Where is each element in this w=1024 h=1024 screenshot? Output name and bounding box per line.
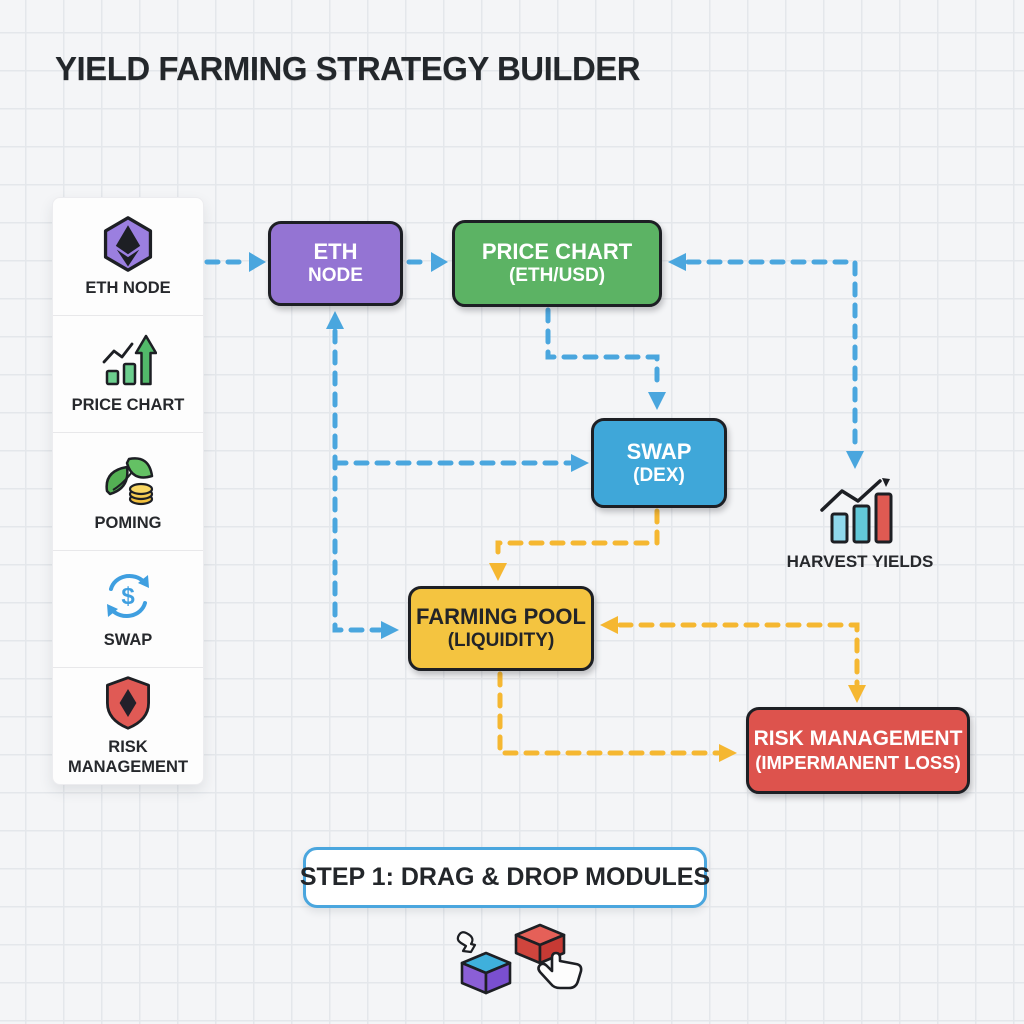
node-label: FARMING POOL	[416, 604, 586, 630]
arrow-price-to-swap	[545, 307, 660, 393]
svg-text:$: $	[121, 583, 135, 610]
hand-pointer-icon	[537, 951, 583, 990]
node-risk-management[interactable]: RISK MANAGEMENT (IMPERMANENT LOSS)	[746, 707, 970, 794]
arrow-farm-to-risk	[497, 671, 721, 756]
shield-icon	[106, 676, 150, 730]
node-sublabel: (IMPERMANENT LOSS)	[755, 751, 961, 773]
palette-item-swap[interactable]: $ SWAP	[53, 549, 203, 667]
page-title: YIELD FARMING STRATEGY BUILDER	[55, 50, 641, 87]
node-sublabel: (DEX)	[633, 464, 685, 486]
node-label: ETH	[313, 239, 358, 265]
eth-hexagon-icon	[103, 215, 153, 272]
node-price-chart[interactable]: PRICE CHART (ETH/USD)	[452, 220, 662, 307]
palette-item-label: PRICE CHART	[71, 396, 185, 415]
swap-arrows-icon: $	[107, 573, 149, 618]
harvest-yields-label: HARVEST YIELDS	[786, 552, 934, 571]
palette-item-label: SWAP	[103, 630, 153, 649]
node-label: SWAP	[626, 438, 692, 464]
palette-item-label: RISK MANAGEMENT	[67, 738, 189, 776]
leaf-coins-icon	[105, 456, 154, 505]
node-label: PRICE CHART	[481, 239, 633, 265]
arrow-farm-risk-branch	[617, 622, 860, 687]
palette-item-label: POMING	[94, 513, 162, 532]
palette-item-risk-management[interactable]: RISK MANAGEMENT	[53, 666, 203, 784]
arrow-swap-to-farm	[495, 508, 660, 565]
price-chart-icon	[102, 335, 157, 386]
purple-cube-icon	[460, 951, 512, 995]
drag-drop-illustration	[456, 923, 583, 995]
palette-item-price-chart[interactable]: PRICE CHART	[53, 315, 203, 432]
arrow-loop-to-eth-and-farm	[332, 328, 383, 633]
palette-item-label: ETH NODE	[85, 278, 171, 297]
red-cube-icon	[514, 923, 566, 965]
bar-chart-growth-icon	[820, 478, 893, 544]
node-sublabel: (ETH/USD)	[508, 265, 606, 287]
node-sublabel: (LIQUIDITY)	[447, 630, 555, 652]
node-sublabel: NODE	[308, 265, 363, 287]
palette-item-eth-node[interactable]: ETH NODE	[53, 198, 203, 315]
node-swap[interactable]: SWAP (DEX)	[591, 418, 727, 508]
node-eth-node[interactable]: ETH NODE	[268, 221, 403, 306]
palette-item-poming[interactable]: POMING	[53, 432, 203, 549]
node-farming-pool[interactable]: FARMING POOL (LIQUIDITY)	[408, 586, 594, 671]
module-palette: ETH NODE PRICE CHART POMING $ SWA	[52, 197, 204, 785]
cursor-icon	[456, 931, 477, 954]
harvest-yields[interactable]: HARVEST YIELDS	[787, 478, 933, 572]
node-label: RISK MANAGEMENT	[753, 727, 963, 751]
step-banner: STEP 1: DRAG & DROP MODULES	[299, 847, 711, 908]
step-banner-label: STEP 1: DRAG & DROP MODULES	[299, 863, 711, 891]
